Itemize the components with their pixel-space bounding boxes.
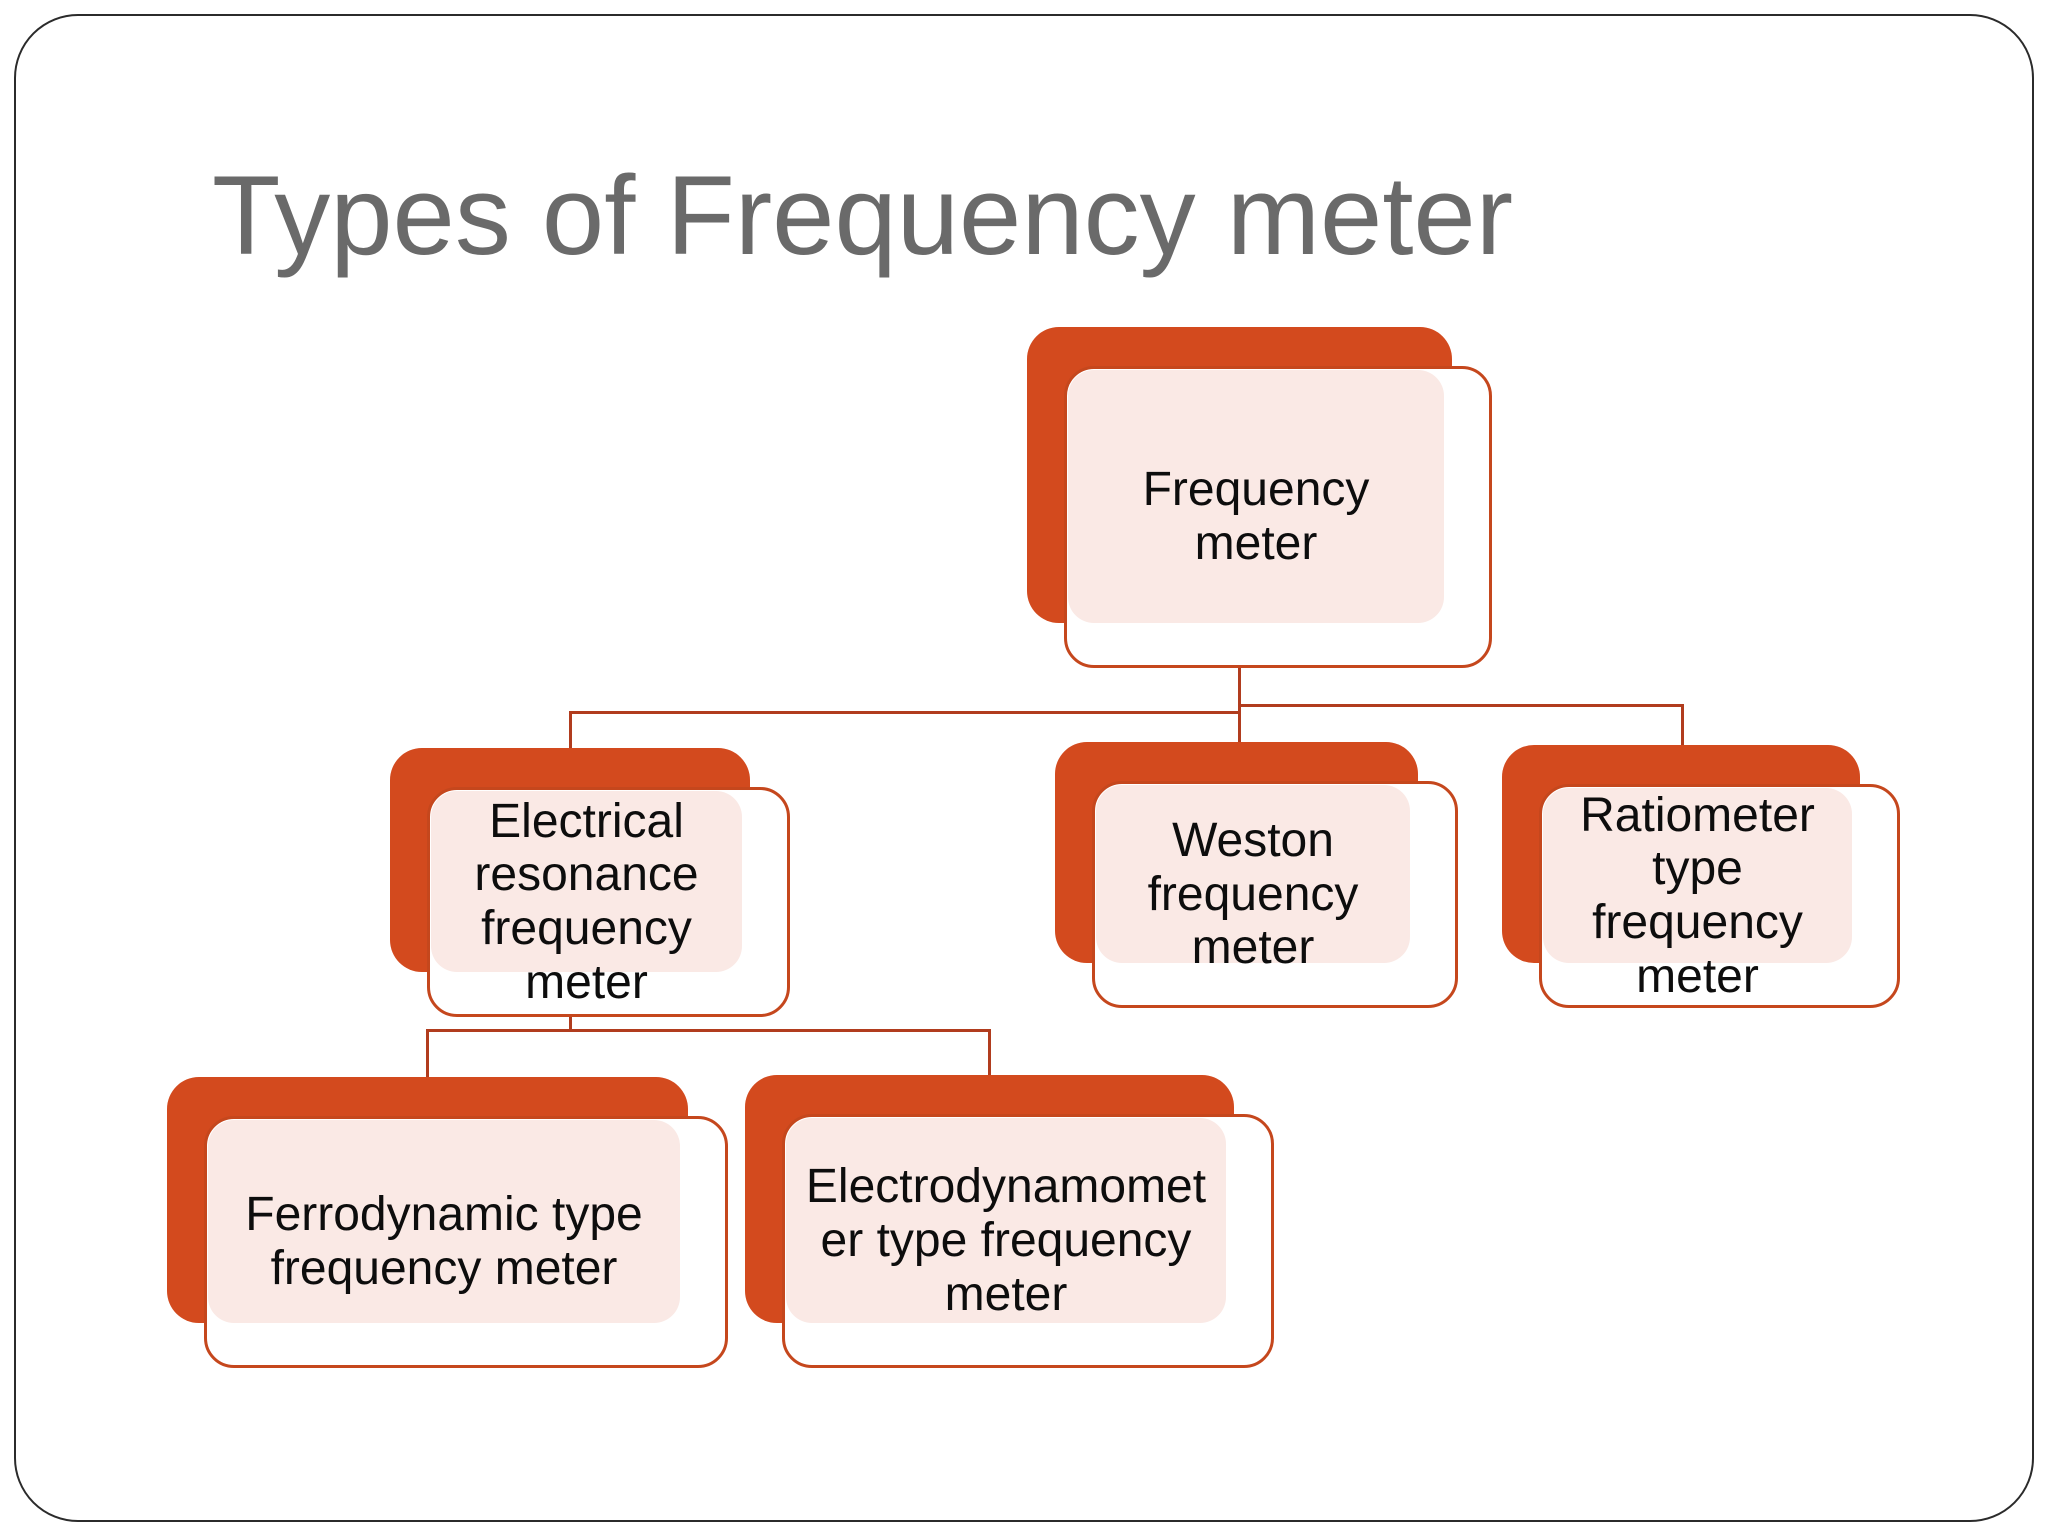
node-label: Frequency meter — [1142, 463, 1370, 570]
connector-bus2 — [426, 1029, 991, 1032]
node-accent-panel — [431, 791, 742, 972]
node-electrodynamometer: Electrodynamomet er type frequency meter — [745, 1075, 1274, 1368]
node-ratiometer: Ratiometer type frequency meter — [1502, 745, 1900, 1008]
connector-bus-left — [569, 711, 1241, 714]
node-label: Electrical resonance frequency meter — [474, 794, 699, 1009]
connector-drop-electrical — [569, 711, 572, 752]
node-accent-panel — [1068, 370, 1444, 623]
connector-electrical-stem — [569, 1014, 572, 1032]
node-label: Weston frequency meter — [1147, 813, 1359, 975]
node-frequency-meter: Frequency meter — [1027, 327, 1492, 668]
connector-bus-right — [1238, 704, 1684, 707]
node-label: Ratiometer type frequency meter — [1580, 788, 1815, 1003]
node-accent-panel — [1096, 785, 1410, 963]
node-accent-panel — [208, 1120, 680, 1323]
connector-drop-electrodynamometer — [988, 1029, 991, 1079]
node-accent-panel — [1543, 788, 1852, 963]
page-title: Types of Frequency meter — [212, 153, 1514, 278]
node-weston: Weston frequency meter — [1055, 742, 1458, 1008]
connector-drop-ratiometer — [1681, 704, 1684, 749]
node-ferrodynamic: Ferrodynamic type frequency meter — [167, 1077, 728, 1368]
node-label: Electrodynamomet er type frequency meter — [805, 1160, 1207, 1321]
slide-frame — [14, 14, 2034, 1522]
node-label: Ferrodynamic type frequency meter — [245, 1188, 643, 1295]
node-electrical-resonance: Electrical resonance frequency meter — [390, 748, 790, 1017]
connector-drop-ferrodynamic — [426, 1029, 429, 1081]
node-accent-panel — [786, 1118, 1226, 1323]
